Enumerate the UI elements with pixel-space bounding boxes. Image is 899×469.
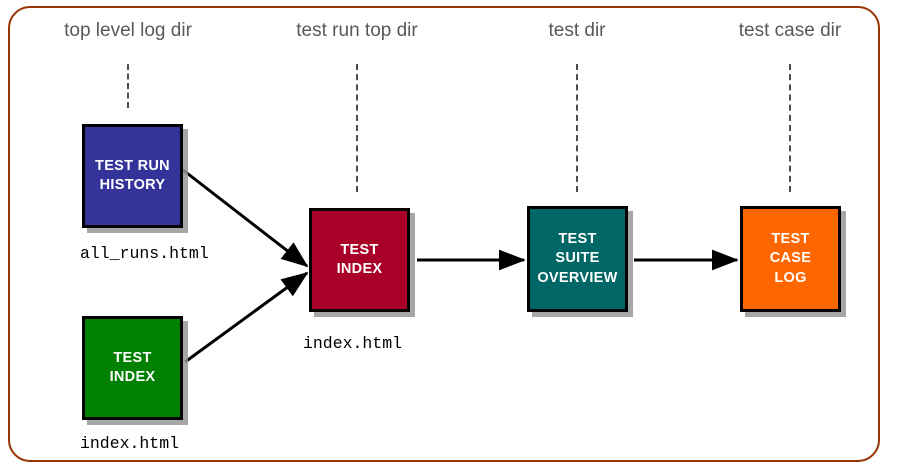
node-test-case-log-label: TEST CASE LOG xyxy=(769,231,812,286)
node-test-suite-overview[interactable]: TEST SUITE OVERVIEW xyxy=(527,206,628,312)
caption-index-html-maroon: index.html xyxy=(303,334,403,353)
node-test-index-maroon-label: TEST INDEX xyxy=(336,241,383,277)
column-label-top-level-log-dir: top level log dir xyxy=(64,20,192,41)
dashed-connector-test-dir xyxy=(576,64,578,192)
dashed-connector-top-level-log-dir xyxy=(127,64,129,108)
edge-greenindex-to-index xyxy=(184,271,309,364)
node-test-run-history[interactable]: TEST RUN HISTORY xyxy=(82,124,183,228)
node-test-suite-overview-label: TEST SUITE OVERVIEW xyxy=(537,231,618,286)
column-label-test-run-top-dir: test run top dir xyxy=(296,20,418,41)
column-label-test-case-dir: test case dir xyxy=(738,20,842,41)
dashed-connector-test-case-dir xyxy=(789,64,791,192)
node-test-index-green-label: TEST INDEX xyxy=(109,349,156,385)
node-test-index-maroon[interactable]: TEST INDEX xyxy=(309,208,410,312)
node-test-case-log[interactable]: TEST CASE LOG xyxy=(740,206,841,312)
dashed-connector-test-run-top-dir xyxy=(356,64,358,192)
column-label-test-dir: test dir xyxy=(548,20,606,41)
node-test-index-green[interactable]: TEST INDEX xyxy=(82,316,183,420)
caption-index-html-green: index.html xyxy=(80,434,180,453)
caption-all-runs-html: all_runs.html xyxy=(80,244,209,263)
node-test-run-history-label: TEST RUN HISTORY xyxy=(95,157,170,193)
